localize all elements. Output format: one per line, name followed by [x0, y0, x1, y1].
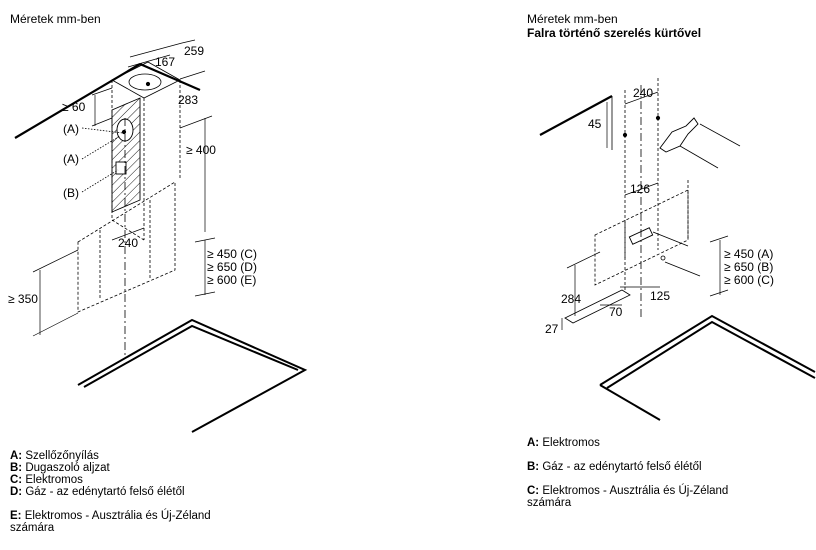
right-dim-70: 70: [609, 305, 623, 319]
left-vent-point: [145, 81, 151, 87]
left-dim-240: 240: [118, 236, 138, 250]
right-legend: A: Elektromos B: Gáz - az edénytartó fel…: [527, 437, 787, 509]
left-ceiling-line-2: [139, 62, 201, 92]
left-dim-167: 167: [155, 55, 175, 69]
left-group-1: ≥ 450 (C): [207, 247, 257, 261]
left-legend-item: D: Gáz - az edénytartó felső élétől: [10, 486, 185, 498]
left-caption-text: Méretek mm-ben: [10, 12, 101, 26]
left-legend-item: E: Elektromos - Ausztrália és Új-Zéland …: [10, 510, 211, 534]
left-legend-item: C: Elektromos: [10, 474, 83, 486]
right-caption: Méretek mm-ben Falra történő szerelés kü…: [527, 12, 701, 40]
right-diagram: [539, 78, 816, 421]
right-dim-240: 240: [633, 86, 653, 100]
left-dim-350: ≥ 350: [8, 292, 38, 306]
right-dim-126: 126: [630, 182, 650, 196]
left-vent-opening: [128, 73, 162, 91]
right-legend-item: A: Elektromos: [527, 437, 600, 449]
right-dim-27: 27: [545, 322, 559, 336]
right-caption-text: Méretek mm-ben: [527, 12, 618, 26]
left-callout-a1: (A): [63, 122, 79, 136]
left-dim-283: 283: [178, 93, 198, 107]
left-dim-60: ≥ 60: [62, 100, 86, 114]
left-caption: Méretek mm-ben: [10, 12, 101, 26]
left-group-3: ≥ 600 (E): [207, 273, 256, 287]
right-dim-125: 125: [650, 289, 670, 303]
left-legend: A: Szellőzőnyílás B: Dugaszoló aljzat C:…: [10, 450, 310, 534]
left-socket: [115, 161, 127, 175]
right-group-1: ≥ 450 (A): [724, 247, 773, 261]
left-legend-item: B: Dugaszoló aljzat: [10, 462, 110, 474]
right-group-3: ≥ 600 (C): [724, 273, 774, 287]
left-dim-400: ≥ 400: [186, 143, 216, 157]
right-group-2: ≥ 650 (B): [724, 260, 773, 274]
left-hatched-panel: [111, 97, 141, 213]
left-legend-item: A: Szellőzőnyílás: [10, 450, 99, 462]
right-lower-bracket: [628, 227, 654, 245]
left-diagram: [14, 39, 308, 433]
right-legend-item: C: Elektromos - Ausztrália és Új-Zéland …: [527, 485, 729, 509]
left-group-2: ≥ 650 (D): [207, 260, 257, 274]
right-dim-45: 45: [588, 117, 602, 131]
left-vent-point-2: [121, 129, 127, 135]
right-dim-284: 284: [561, 292, 581, 306]
left-callout-a2: (A): [63, 152, 79, 166]
left-callout-b: (B): [63, 186, 79, 200]
right-subtitle: Falra történő szerelés kürtővel: [527, 26, 702, 40]
right-top-bracket: [659, 117, 699, 153]
right-wall-line: [539, 95, 613, 136]
right-legend-item: B: Gáz - az edénytartó felső élétől: [527, 461, 702, 473]
left-dim-259: 259: [184, 44, 204, 58]
